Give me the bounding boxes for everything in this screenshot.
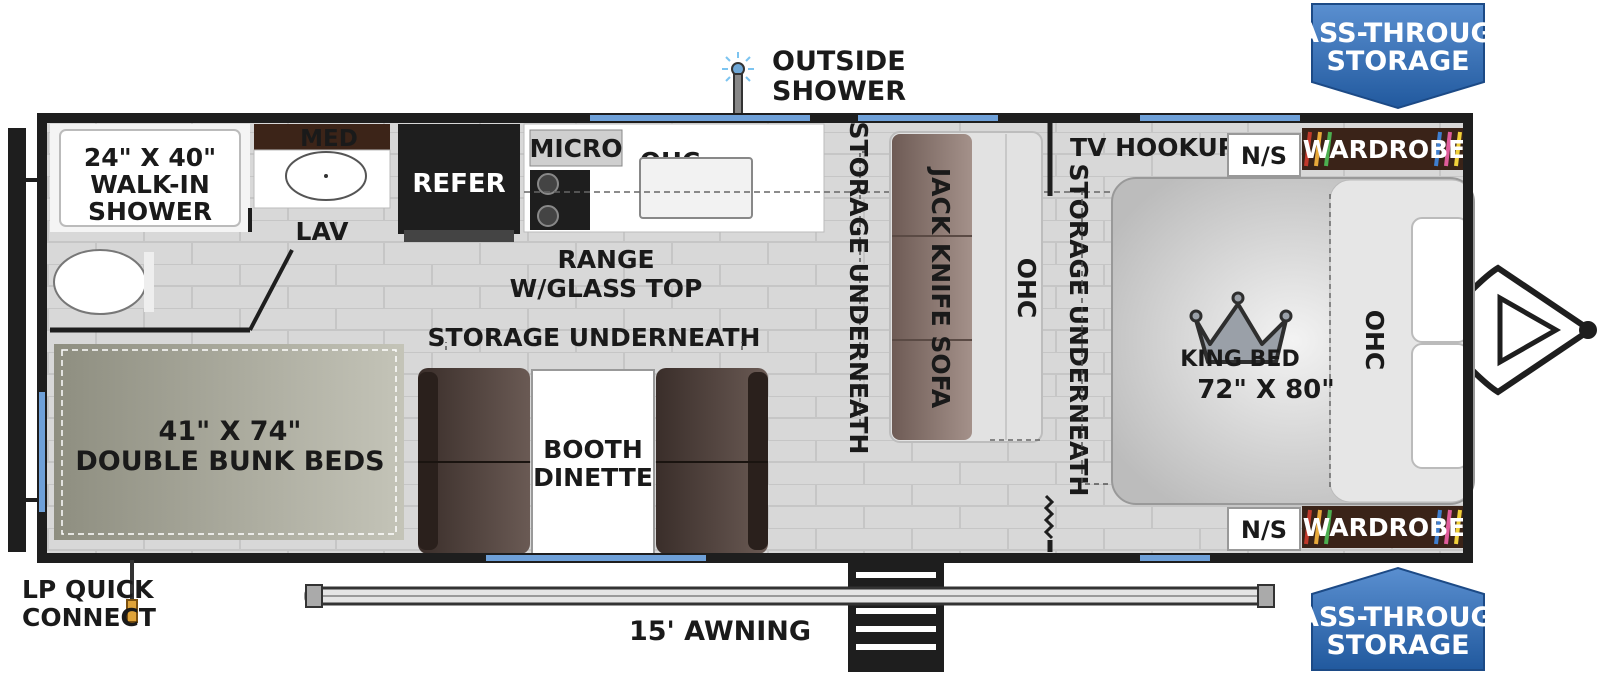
double-bunk-beds bbox=[54, 344, 404, 540]
med-label: MED bbox=[300, 126, 358, 152]
awning-label: 15' AWNING bbox=[629, 616, 811, 647]
outside-shower-label-1: OUTSIDE bbox=[772, 46, 906, 77]
storage-underneath-sofa-label: STORAGE UNDERNEATH bbox=[844, 122, 873, 455]
ohc-bedroom-label: OHC bbox=[1360, 310, 1389, 371]
refer-label: REFER bbox=[412, 169, 505, 199]
lp-quick-connect bbox=[126, 560, 138, 623]
lp-label-2: CONNECT bbox=[22, 603, 156, 632]
shower-label: SHOWER bbox=[88, 197, 212, 226]
wardrobe-label: WARDROBE bbox=[1303, 513, 1465, 542]
pillow-icon bbox=[1411, 217, 1469, 343]
shower-type-label: WALK-IN bbox=[90, 170, 210, 199]
toilet-icon bbox=[53, 249, 147, 315]
lav-label: LAV bbox=[296, 217, 350, 246]
micro-label: MICRO bbox=[529, 134, 622, 163]
nightstand-top bbox=[1227, 133, 1301, 177]
pass-through-storage-top: PASS-THROUGH STORAGE bbox=[1281, 3, 1516, 110]
storage-underneath-dinette-label: STORAGE UNDERNEATH bbox=[428, 323, 761, 352]
king-bed-label: KING BED bbox=[1180, 347, 1299, 372]
range-label-2: W/GLASS TOP bbox=[510, 274, 703, 303]
pass-through-label-1: PASS-THROUGH bbox=[1281, 18, 1516, 49]
booth-dinette bbox=[418, 368, 768, 555]
pass-through-label-2: STORAGE bbox=[1326, 630, 1469, 661]
microwave bbox=[529, 129, 623, 167]
pass-through-storage-bottom: PASS-THROUGH STORAGE bbox=[1281, 566, 1516, 671]
storage-underneath-bed-label: STORAGE UNDERNEATH bbox=[1064, 164, 1093, 497]
dinette-label: DINETTE bbox=[533, 463, 653, 492]
outside-shower: OUTSIDE SHOWER bbox=[722, 46, 906, 119]
bunks-size-label: 41" X 74" bbox=[159, 416, 302, 447]
bunks-label: DOUBLE BUNK BEDS bbox=[75, 446, 384, 477]
jack-knife-sofa bbox=[889, 131, 1043, 443]
outside-shower-label-2: SHOWER bbox=[772, 76, 906, 107]
pass-through-label-1: PASS-THROUGH bbox=[1281, 602, 1516, 633]
wardrobe-label: WARDROBE bbox=[1303, 135, 1465, 164]
ns-label: N/S bbox=[1241, 142, 1287, 170]
king-bed bbox=[1111, 177, 1475, 505]
hitch bbox=[1467, 264, 1597, 396]
rear-bumper bbox=[8, 128, 26, 552]
refrigerator bbox=[398, 124, 520, 234]
pillow-icon bbox=[1411, 343, 1469, 469]
wardrobe-bottom bbox=[1302, 506, 1466, 548]
nightstand-bottom bbox=[1227, 507, 1301, 551]
ns-label: N/S bbox=[1241, 516, 1287, 544]
dinette-table bbox=[531, 369, 655, 555]
king-bed-size-label: 72" X 80" bbox=[1197, 375, 1335, 405]
pass-through-label-2: STORAGE bbox=[1326, 46, 1469, 77]
kitchen-sink-icon bbox=[639, 157, 753, 219]
tv-hookup-label: TV HOOKUP bbox=[1070, 133, 1236, 162]
ohc-sofa-label: OHC bbox=[1012, 258, 1041, 319]
crown-icon bbox=[1189, 291, 1293, 364]
bedroom-curtain bbox=[1043, 494, 1055, 540]
bathroom-door bbox=[248, 249, 294, 331]
entry-steps bbox=[848, 558, 944, 672]
lp-label-1: LP QUICK bbox=[22, 575, 155, 604]
shower-size-label: 24" X 40" bbox=[84, 143, 216, 172]
med-cabinet bbox=[254, 124, 390, 150]
booth-label: BOOTH bbox=[543, 435, 643, 464]
windows bbox=[39, 115, 1300, 561]
awning bbox=[304, 584, 1275, 608]
wardrobe-top bbox=[1302, 128, 1466, 170]
range-label-1: RANGE bbox=[557, 245, 654, 274]
jack-knife-sofa-label: JACK KNIFE SOFA bbox=[926, 166, 955, 409]
